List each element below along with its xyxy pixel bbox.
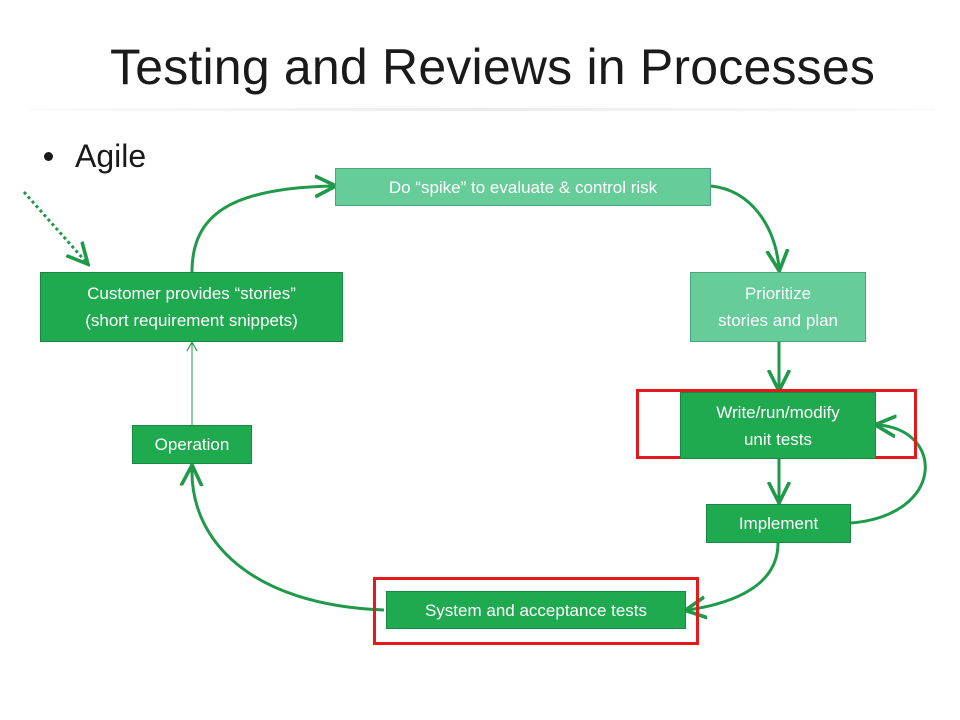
arrow-implement-to-system	[688, 542, 780, 610]
step-prioritize: Prioritize stories and plan	[690, 272, 866, 342]
slide-title: Testing and Reviews in Processes	[110, 39, 876, 95]
bullet-agile: Agile	[44, 138, 146, 175]
step-spike: Do “spike” to evaluate & control risk	[335, 168, 711, 206]
step-system-tests-label: System and acceptance tests	[424, 600, 648, 620]
step-operation-label: Operation	[154, 435, 230, 454]
step-write-tests: Write/run/modify unit tests	[680, 392, 876, 459]
step-write-tests-label: Write/run/modify unit tests	[716, 402, 840, 449]
dotted-entry-arrow	[22, 191, 86, 262]
highlight-system-tests	[373, 577, 699, 645]
arrow-customer-to-spike	[190, 186, 333, 273]
step-customer: Customer provides “stories” (short requi…	[40, 272, 343, 342]
arrow-system-to-operation	[192, 468, 385, 612]
step-spike-label: Do “spike” to evaluate & control risk	[388, 177, 658, 197]
title-divider	[30, 108, 935, 111]
bullet-dot-icon	[44, 152, 53, 161]
step-implement-label: Implement	[738, 514, 819, 533]
step-customer-label: Customer provides “stories” (short requi…	[85, 284, 298, 330]
step-implement: Implement	[706, 504, 851, 543]
bullet-text: Agile	[75, 138, 147, 174]
step-system-tests: System and acceptance tests	[386, 591, 686, 629]
step-prioritize-label: Prioritize stories and plan	[717, 284, 839, 330]
arrow-spike-to-prioritize	[710, 184, 779, 268]
step-operation: Operation	[132, 425, 252, 464]
arrow-implement-loop	[850, 425, 927, 525]
